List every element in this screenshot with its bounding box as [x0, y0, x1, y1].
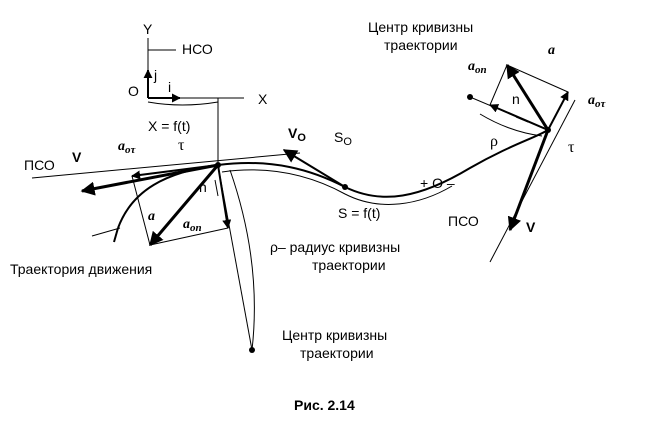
velocity-right-arrow — [507, 129, 550, 232]
nso-label: НСО — [182, 41, 213, 57]
s-dimension-arc — [221, 169, 453, 205]
accel-tau-left-arrow — [131, 164, 219, 180]
y-axis-label: Y — [143, 21, 153, 37]
accel-tau-right-arrow — [547, 91, 569, 131]
rho-left-label-line1: ρ– радиус кривизны — [270, 239, 400, 255]
figure-caption: Рис. 2.14 — [294, 397, 355, 413]
trajectory-tail — [113, 227, 119, 243]
velocity-origin-arrow — [282, 149, 346, 188]
normal-right-unit — [515, 116, 529, 123]
tau-left-label: τ — [178, 137, 185, 154]
sign-convention-label: + O – — [420, 175, 455, 191]
center-top-point — [467, 94, 473, 100]
trajectory-label: Траектория движения — [10, 261, 152, 277]
normal-left-unit — [214, 179, 219, 197]
origin-s0-group: VO SO + O – — [282, 125, 455, 191]
accel-left-label: a — [148, 209, 155, 224]
pso-left-label: ПСО — [24, 157, 55, 173]
trajectory-leader — [91, 227, 121, 237]
rho-right-brace — [479, 113, 543, 137]
pso-right-label: ПСО — [448, 213, 479, 229]
s-law-label: S = f(t) — [338, 205, 380, 221]
velocity-left-label: V — [72, 149, 82, 165]
center-top-label-line2: траектории — [384, 37, 458, 53]
right-point-group: Центр кривизны траектории a aon aoτ n ρ … — [368, 19, 607, 263]
center-bottom-point — [249, 347, 255, 353]
velocity-right-label: V — [526, 219, 536, 235]
left-tangent-line — [31, 152, 301, 179]
normal-left-label: n — [199, 179, 207, 195]
fixed-frame: Y X O j i НСО X = f(t) — [128, 21, 268, 162]
accel-n-left-label: aon — [183, 217, 202, 234]
accel-n-left-arrow — [217, 164, 232, 229]
x-law-label: X = f(t) — [148, 118, 190, 134]
unit-i-label: i — [168, 79, 171, 95]
rho-right-label: ρ — [490, 133, 498, 150]
normal-right-label: n — [512, 91, 520, 107]
velocity-origin-label: VO — [288, 125, 306, 144]
origin-label: O — [128, 83, 139, 99]
accel-tau-left-label: aoτ — [118, 139, 137, 156]
accel-right-label: a — [548, 43, 555, 58]
velocity-left-arrow — [80, 163, 219, 196]
x-axis-label: X — [258, 91, 268, 107]
accel-n-right-label: aon — [468, 59, 487, 76]
left-point-group: ПСО V aoτ τ n a aon ρ– радиус кривизны т… — [10, 137, 400, 361]
accel-right-parallelogram — [489, 64, 569, 106]
tau-right-label: τ — [568, 139, 575, 156]
right-tangent-line — [489, 99, 576, 263]
center-bottom-label-line1: Центр кривизны — [282, 327, 387, 343]
rho-left-arc — [229, 169, 255, 351]
rho-left-label-line2: траектории — [312, 257, 386, 273]
x-dimension-brace — [147, 101, 219, 106]
unit-j-label: j — [153, 67, 157, 83]
accel-right-arrow — [505, 63, 550, 131]
accel-n-right-arrow — [489, 104, 549, 131]
center-top-label-line1: Центр кривизны — [368, 19, 473, 35]
accel-tau-right-label: aoτ — [588, 93, 607, 110]
accel-left-parallelogram — [131, 175, 229, 246]
center-bottom-label-line2: траектории — [300, 345, 374, 361]
accel-left-arrow — [148, 164, 220, 247]
s0-label: SO — [334, 129, 352, 148]
